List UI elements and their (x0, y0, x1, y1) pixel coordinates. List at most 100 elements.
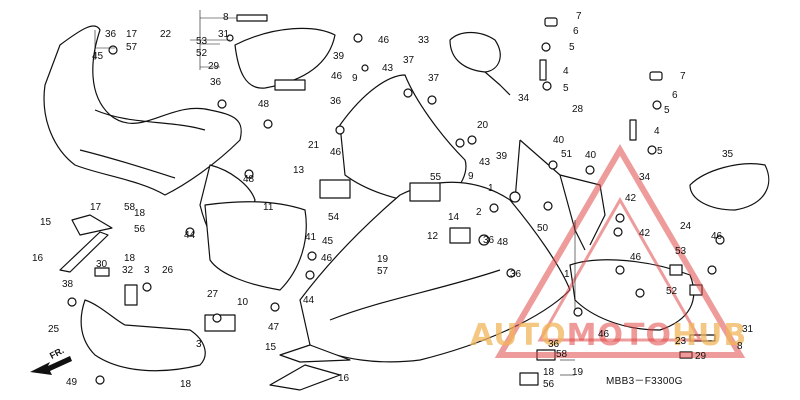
diagram-code: MBB3－F3300G (606, 376, 683, 387)
callout-46: 46 (321, 253, 333, 264)
callout-31: 31 (218, 29, 230, 40)
callout-36: 36 (105, 29, 117, 40)
callout-27: 27 (207, 289, 219, 300)
callout-20: 20 (477, 120, 489, 131)
callout-36: 36 (330, 96, 342, 107)
callout-8: 8 (737, 341, 743, 352)
callout-17: 17 (90, 202, 102, 213)
front-arrow (30, 356, 72, 375)
callout-47: 47 (268, 322, 280, 333)
callout-46: 46 (378, 35, 390, 46)
callout-40: 40 (553, 135, 565, 146)
callout-53: 53 (196, 36, 208, 47)
callout-37: 37 (403, 55, 415, 66)
callout-2: 2 (476, 207, 482, 218)
callout-57: 57 (377, 266, 389, 277)
middle-cowl (299, 181, 571, 363)
callout-15: 15 (40, 217, 52, 228)
callout-51: 51 (561, 149, 573, 160)
callout-46: 46 (630, 252, 642, 263)
callout-4: 4 (563, 66, 569, 77)
callout-31: 31 (742, 324, 754, 335)
decal-16-upper (59, 231, 109, 273)
callout-43: 43 (479, 157, 491, 168)
callout-18: 18 (180, 379, 192, 390)
callout-23: 23 (675, 336, 687, 347)
watermark-part-3: HUB (671, 318, 748, 353)
callout-39: 39 (496, 151, 508, 162)
inner-panel-10 (204, 201, 307, 291)
decal-15-upper (71, 214, 113, 236)
callout-5: 5 (563, 83, 569, 94)
callout-18: 18 (543, 367, 555, 378)
callout-41: 41 (305, 232, 317, 243)
callout-39: 39 (333, 51, 345, 62)
callout-38: 38 (62, 279, 74, 290)
callout-6: 6 (573, 26, 579, 37)
callout-8: 8 (223, 12, 229, 23)
callout-50: 50 (537, 223, 549, 234)
callout-28: 28 (572, 104, 584, 115)
callout-22: 22 (160, 29, 172, 40)
callout-58: 58 (124, 202, 136, 213)
callout-53: 53 (675, 246, 687, 257)
callout-4: 4 (654, 126, 660, 137)
mirror-left (449, 31, 501, 73)
decal-16-lower (269, 364, 341, 391)
callout-48: 48 (497, 237, 509, 248)
callout-10: 10 (237, 297, 249, 308)
callout-16: 16 (32, 253, 44, 264)
callout-1: 1 (488, 183, 494, 194)
callout-32: 32 (122, 265, 134, 276)
callout-56: 56 (134, 224, 146, 235)
callout-34: 34 (639, 172, 651, 183)
callout-45: 45 (322, 236, 334, 247)
callout-30: 30 (96, 259, 108, 270)
callout-7: 7 (576, 11, 582, 22)
callout-11: 11 (263, 202, 274, 213)
callout-9: 9 (468, 171, 474, 182)
callout-42: 42 (625, 193, 637, 204)
callout-36: 36 (510, 269, 522, 280)
callout-6: 6 (672, 90, 678, 101)
callout-45: 45 (92, 51, 104, 62)
callout-29: 29 (695, 351, 707, 362)
watermark-triangle (494, 144, 746, 358)
callout-52: 52 (666, 286, 678, 297)
watermark-part-1: AUTO (470, 318, 567, 353)
callout-19: 19 (572, 367, 584, 378)
callout-14: 14 (448, 212, 460, 223)
callout-1: 1 (564, 269, 570, 280)
callout-7: 7 (680, 71, 686, 82)
callout-5: 5 (657, 146, 663, 157)
callout-18: 18 (124, 253, 136, 264)
callout-12: 12 (427, 231, 439, 242)
callout-18: 18 (134, 208, 146, 219)
mirror-right (689, 163, 770, 211)
callout-15: 15 (265, 342, 277, 353)
callout-44: 44 (303, 295, 315, 306)
callout-48: 48 (243, 174, 255, 185)
callout-36: 36 (483, 235, 495, 246)
callout-13: 13 (293, 165, 305, 176)
callout-52: 52 (196, 48, 208, 59)
callout-24: 24 (680, 221, 692, 232)
callout-25: 25 (48, 324, 60, 335)
callout-34: 34 (518, 93, 530, 104)
callout-46: 46 (330, 147, 342, 158)
callout-46: 46 (331, 71, 343, 82)
callout-46: 46 (598, 329, 610, 340)
watermark: AUTOMOTOHUB (470, 318, 747, 353)
callout-56: 56 (543, 379, 555, 390)
callout-36: 36 (548, 339, 560, 350)
callout-46: 46 (711, 231, 723, 242)
callout-42: 42 (639, 228, 651, 239)
callout-49: 49 (66, 377, 78, 388)
callout-36: 36 (210, 77, 222, 88)
upper-cowl-left (43, 25, 242, 196)
callout-57: 57 (126, 42, 138, 53)
callout-33: 33 (418, 35, 430, 46)
callout-44: 44 (184, 230, 196, 241)
